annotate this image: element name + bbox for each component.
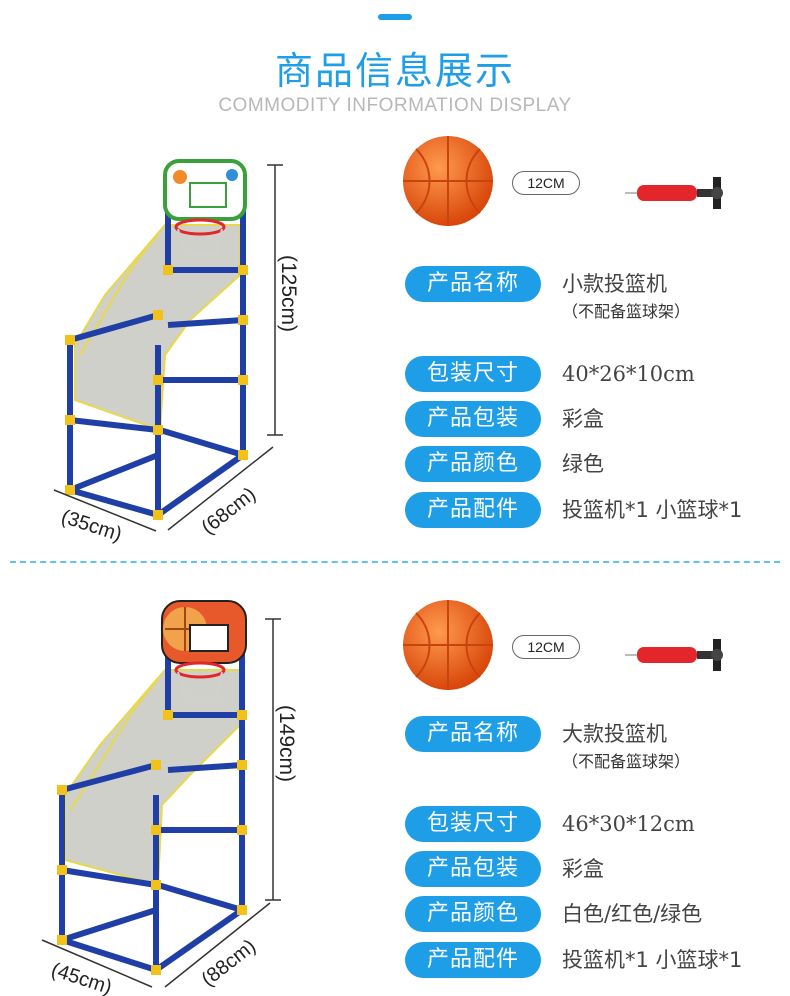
spec-value: 白色/红色/绿色 xyxy=(562,902,703,926)
spec-value: 40*26*10cm xyxy=(562,362,695,386)
product-2-width-label: (45cm) xyxy=(48,959,114,996)
spec-label: 产品颜色 xyxy=(405,446,541,482)
spec-label: 产品配件 xyxy=(405,942,541,978)
basketball-icon xyxy=(403,600,493,690)
product-1-height-label: (125cm) xyxy=(277,255,300,332)
spec-value: 46*30*12cm xyxy=(562,812,695,836)
product-1-depth-label: (68cm) xyxy=(198,483,261,539)
ball-size-badge: 12CM xyxy=(512,635,580,659)
product-2-depth-label: (88cm) xyxy=(198,935,261,991)
product-2-height-label: (149cm) xyxy=(275,705,298,782)
spec-note: （不配备篮球架） xyxy=(562,302,691,321)
product-2-illustration: (149cm) (88cm) (45cm) xyxy=(41,600,298,996)
product-2-accessories: 12CM xyxy=(400,597,780,697)
pump-icon xyxy=(625,639,723,671)
spec-label: 产品包装 xyxy=(405,401,541,437)
spec-value: 小款投篮机 xyxy=(562,272,667,296)
product-1-accessories: 12CM xyxy=(400,133,780,233)
header-accent-bar xyxy=(378,14,412,20)
spec-value: 投篮机*1 小篮球*1 xyxy=(562,948,743,972)
section-divider xyxy=(10,561,780,563)
page-title: 商品信息展示 xyxy=(274,49,515,93)
page-subtitle: COMMODITY INFORMATION DISPLAY xyxy=(218,95,572,116)
spec-label: 产品名称 xyxy=(405,716,541,752)
spec-label: 包装尺寸 xyxy=(405,356,541,392)
pump-icon xyxy=(625,177,723,209)
spec-value: 彩盒 xyxy=(562,857,604,881)
product-1-width-label: (35cm) xyxy=(58,506,124,546)
spec-value: 投篮机*1 小篮球*1 xyxy=(562,498,743,522)
basketball-icon xyxy=(403,136,493,226)
spec-label: 产品包装 xyxy=(405,851,541,887)
spec-value: 大款投篮机 xyxy=(562,722,667,746)
spec-value: 绿色 xyxy=(562,452,604,476)
spec-label: 产品颜色 xyxy=(405,896,541,932)
spec-label: 产品名称 xyxy=(405,266,541,302)
spec-value: 彩盒 xyxy=(562,407,604,431)
spec-label: 产品配件 xyxy=(405,492,541,528)
spec-note: （不配备篮球架） xyxy=(562,752,691,771)
spec-label: 包装尺寸 xyxy=(405,806,541,842)
product-1-illustration: (125cm) (68cm) (35cm) xyxy=(53,159,300,546)
ball-size-badge: 12CM xyxy=(512,171,580,195)
